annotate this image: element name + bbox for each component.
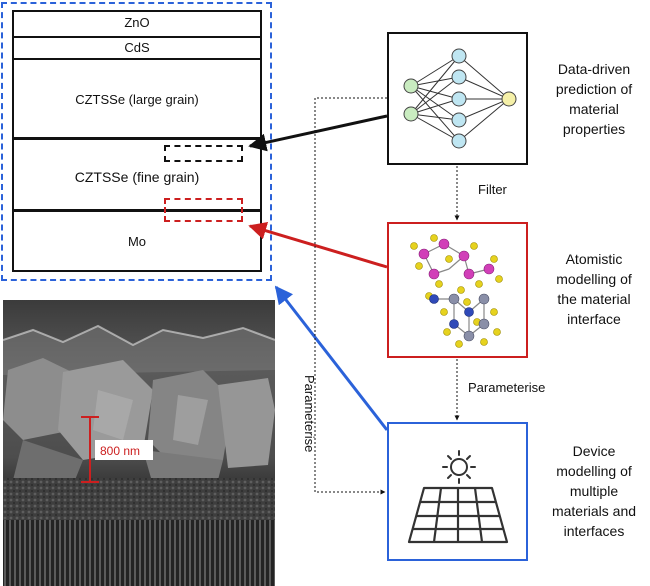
- layer-czts-fine-label: CZTSSe (fine grain): [74, 169, 200, 185]
- atomistic-caption: Atomistic modelling of the material inte…: [540, 249, 648, 329]
- caption-line: Atomistic: [565, 251, 623, 267]
- layer-mo-label: Mo: [127, 234, 147, 249]
- caption-line: Device: [572, 443, 616, 459]
- caption-line: prediction of: [555, 81, 633, 97]
- caption-line: material: [569, 101, 619, 117]
- arrow-parameterise-loop: [314, 97, 387, 495]
- sem-micrograph: 800 nm: [3, 300, 275, 586]
- sem-scale-label: 800 nm: [100, 444, 140, 458]
- arrow-atomic-to-stack: [248, 222, 388, 269]
- caption-line: Data-driven: [557, 61, 631, 77]
- device-caption: Device modelling of multiple materials a…: [538, 441, 650, 541]
- caption-line: modelling of: [556, 463, 632, 479]
- interface-marker-red: [164, 198, 243, 222]
- layer-czts-large-label: CZTSSe (large grain): [75, 92, 199, 107]
- caption-line: modelling of: [556, 271, 632, 287]
- layer-divider: [12, 137, 262, 140]
- caption-line: interface: [567, 311, 621, 327]
- layer-zno-label: ZnO: [124, 15, 150, 30]
- caption-line: interfaces: [563, 523, 625, 539]
- ml-caption: Data-driven prediction of material prope…: [538, 59, 650, 139]
- neural-network-icon: [403, 48, 517, 149]
- layer-cds-label: CdS: [124, 40, 150, 55]
- caption-line: the material: [557, 291, 631, 307]
- arrow-device-to-stack: [274, 285, 389, 431]
- caption-line: properties: [562, 121, 626, 137]
- atomic-structure-icon: [410, 234, 503, 348]
- solar-panel-icon: [407, 450, 509, 544]
- layer-divider: [12, 209, 262, 212]
- filter-label: Filter: [478, 182, 507, 197]
- caption-line: materials and: [551, 503, 637, 519]
- arrow-ml-to-stack: [248, 114, 388, 152]
- layer-divider: [12, 58, 262, 60]
- interface-marker-black: [164, 145, 243, 162]
- layer-divider: [12, 36, 262, 38]
- caption-line: multiple: [569, 483, 619, 499]
- parameterise-label: Parameterise: [468, 380, 546, 395]
